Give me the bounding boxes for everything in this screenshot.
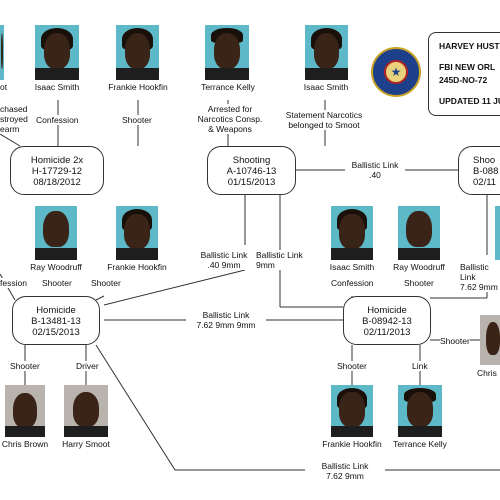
ballistic-link-1: Ballistic Link.40 — [345, 160, 405, 180]
rel-confession-2: Confession — [331, 278, 374, 288]
rel-shooter-5: Shooter — [10, 361, 40, 371]
photo-chris-partial — [480, 315, 500, 365]
rel-confession-partial: fession — [0, 278, 27, 288]
name-frankie-hookfin-1: Frankie Hookfin — [108, 82, 168, 92]
case-title: HARVEY HUST — [439, 41, 500, 51]
name-isaac-smith-3: Isaac Smith — [329, 262, 375, 272]
name-terrance-kelly-1: Terrance Kelly — [201, 82, 255, 92]
name-terrance-kelly-2: Terrance Kelly — [393, 439, 447, 449]
rel-top-left-partial-2: chased stroyed earm — [0, 104, 28, 134]
photo-isaac-smith-1 — [35, 25, 79, 80]
rel-shooter-1: Shooter — [122, 115, 152, 125]
photo-partial-top-left — [0, 25, 4, 80]
ballistic-link-2: Ballistic Link.40 9mm — [196, 250, 252, 270]
name-frankie-hookfin-3: Frankie Hookfin — [322, 439, 382, 449]
rel-shooter-3: Shooter — [91, 278, 121, 288]
rel-top-left-partial: ot — [0, 82, 26, 92]
rel-statement: Statement Narcotics belonged to Smoot — [276, 110, 372, 130]
photo-terrance-kelly-2 — [398, 385, 442, 437]
photo-isaac-smith-3 — [331, 206, 373, 260]
rel-shooter-2: Shooter — [42, 278, 72, 288]
photo-ray-woodruff-1 — [35, 206, 77, 260]
case-office: FBI NEW ORL — [439, 62, 496, 72]
photo-partial-right — [495, 206, 500, 260]
name-frankie-hookfin-2: Frankie Hookfin — [107, 262, 167, 272]
photo-frankie-hookfin-2 — [116, 206, 158, 260]
photo-frankie-hookfin-1 — [116, 25, 159, 80]
case-updated: UPDATED 11 JU — [439, 96, 500, 106]
fbi-seal-icon: ★ — [371, 47, 421, 97]
rel-shooter-4: Shooter — [404, 278, 434, 288]
photo-terrance-kelly-1 — [205, 25, 249, 80]
name-chris-brown: Chris Brown — [1, 439, 49, 449]
rel-shooter-6: Shooter — [337, 361, 367, 371]
photo-ray-woodruff-2 — [398, 206, 440, 260]
photo-chris-brown — [5, 385, 45, 437]
name-ray-woodruff-2: Ray Woodruff — [393, 262, 445, 272]
rel-driver: Driver — [76, 361, 99, 371]
rel-link: Link — [412, 361, 428, 371]
name-isaac-smith-2: Isaac Smith — [303, 82, 349, 92]
case-number: 245D-NO-72 — [439, 75, 488, 85]
rel-shooter-7: Shooter — [440, 336, 470, 346]
rel-arrested: Arrested for Narcotics Consp. & Weapons — [190, 104, 270, 134]
name-ray-woodruff-1: Ray Woodruff — [30, 262, 82, 272]
rel-confession-1: Confession — [36, 115, 79, 125]
photo-frankie-hookfin-3 — [331, 385, 373, 437]
name-harry-smoot: Harry Smoot — [62, 439, 110, 449]
case-info-box: HARVEY HUST FBI NEW ORL 245D-NO-72 UPDAT… — [428, 32, 500, 116]
photo-harry-smoot — [64, 385, 108, 437]
name-isaac-smith-1: Isaac Smith — [34, 82, 80, 92]
name-chris-partial: Chris — [477, 368, 497, 378]
photo-isaac-smith-2 — [305, 25, 348, 80]
